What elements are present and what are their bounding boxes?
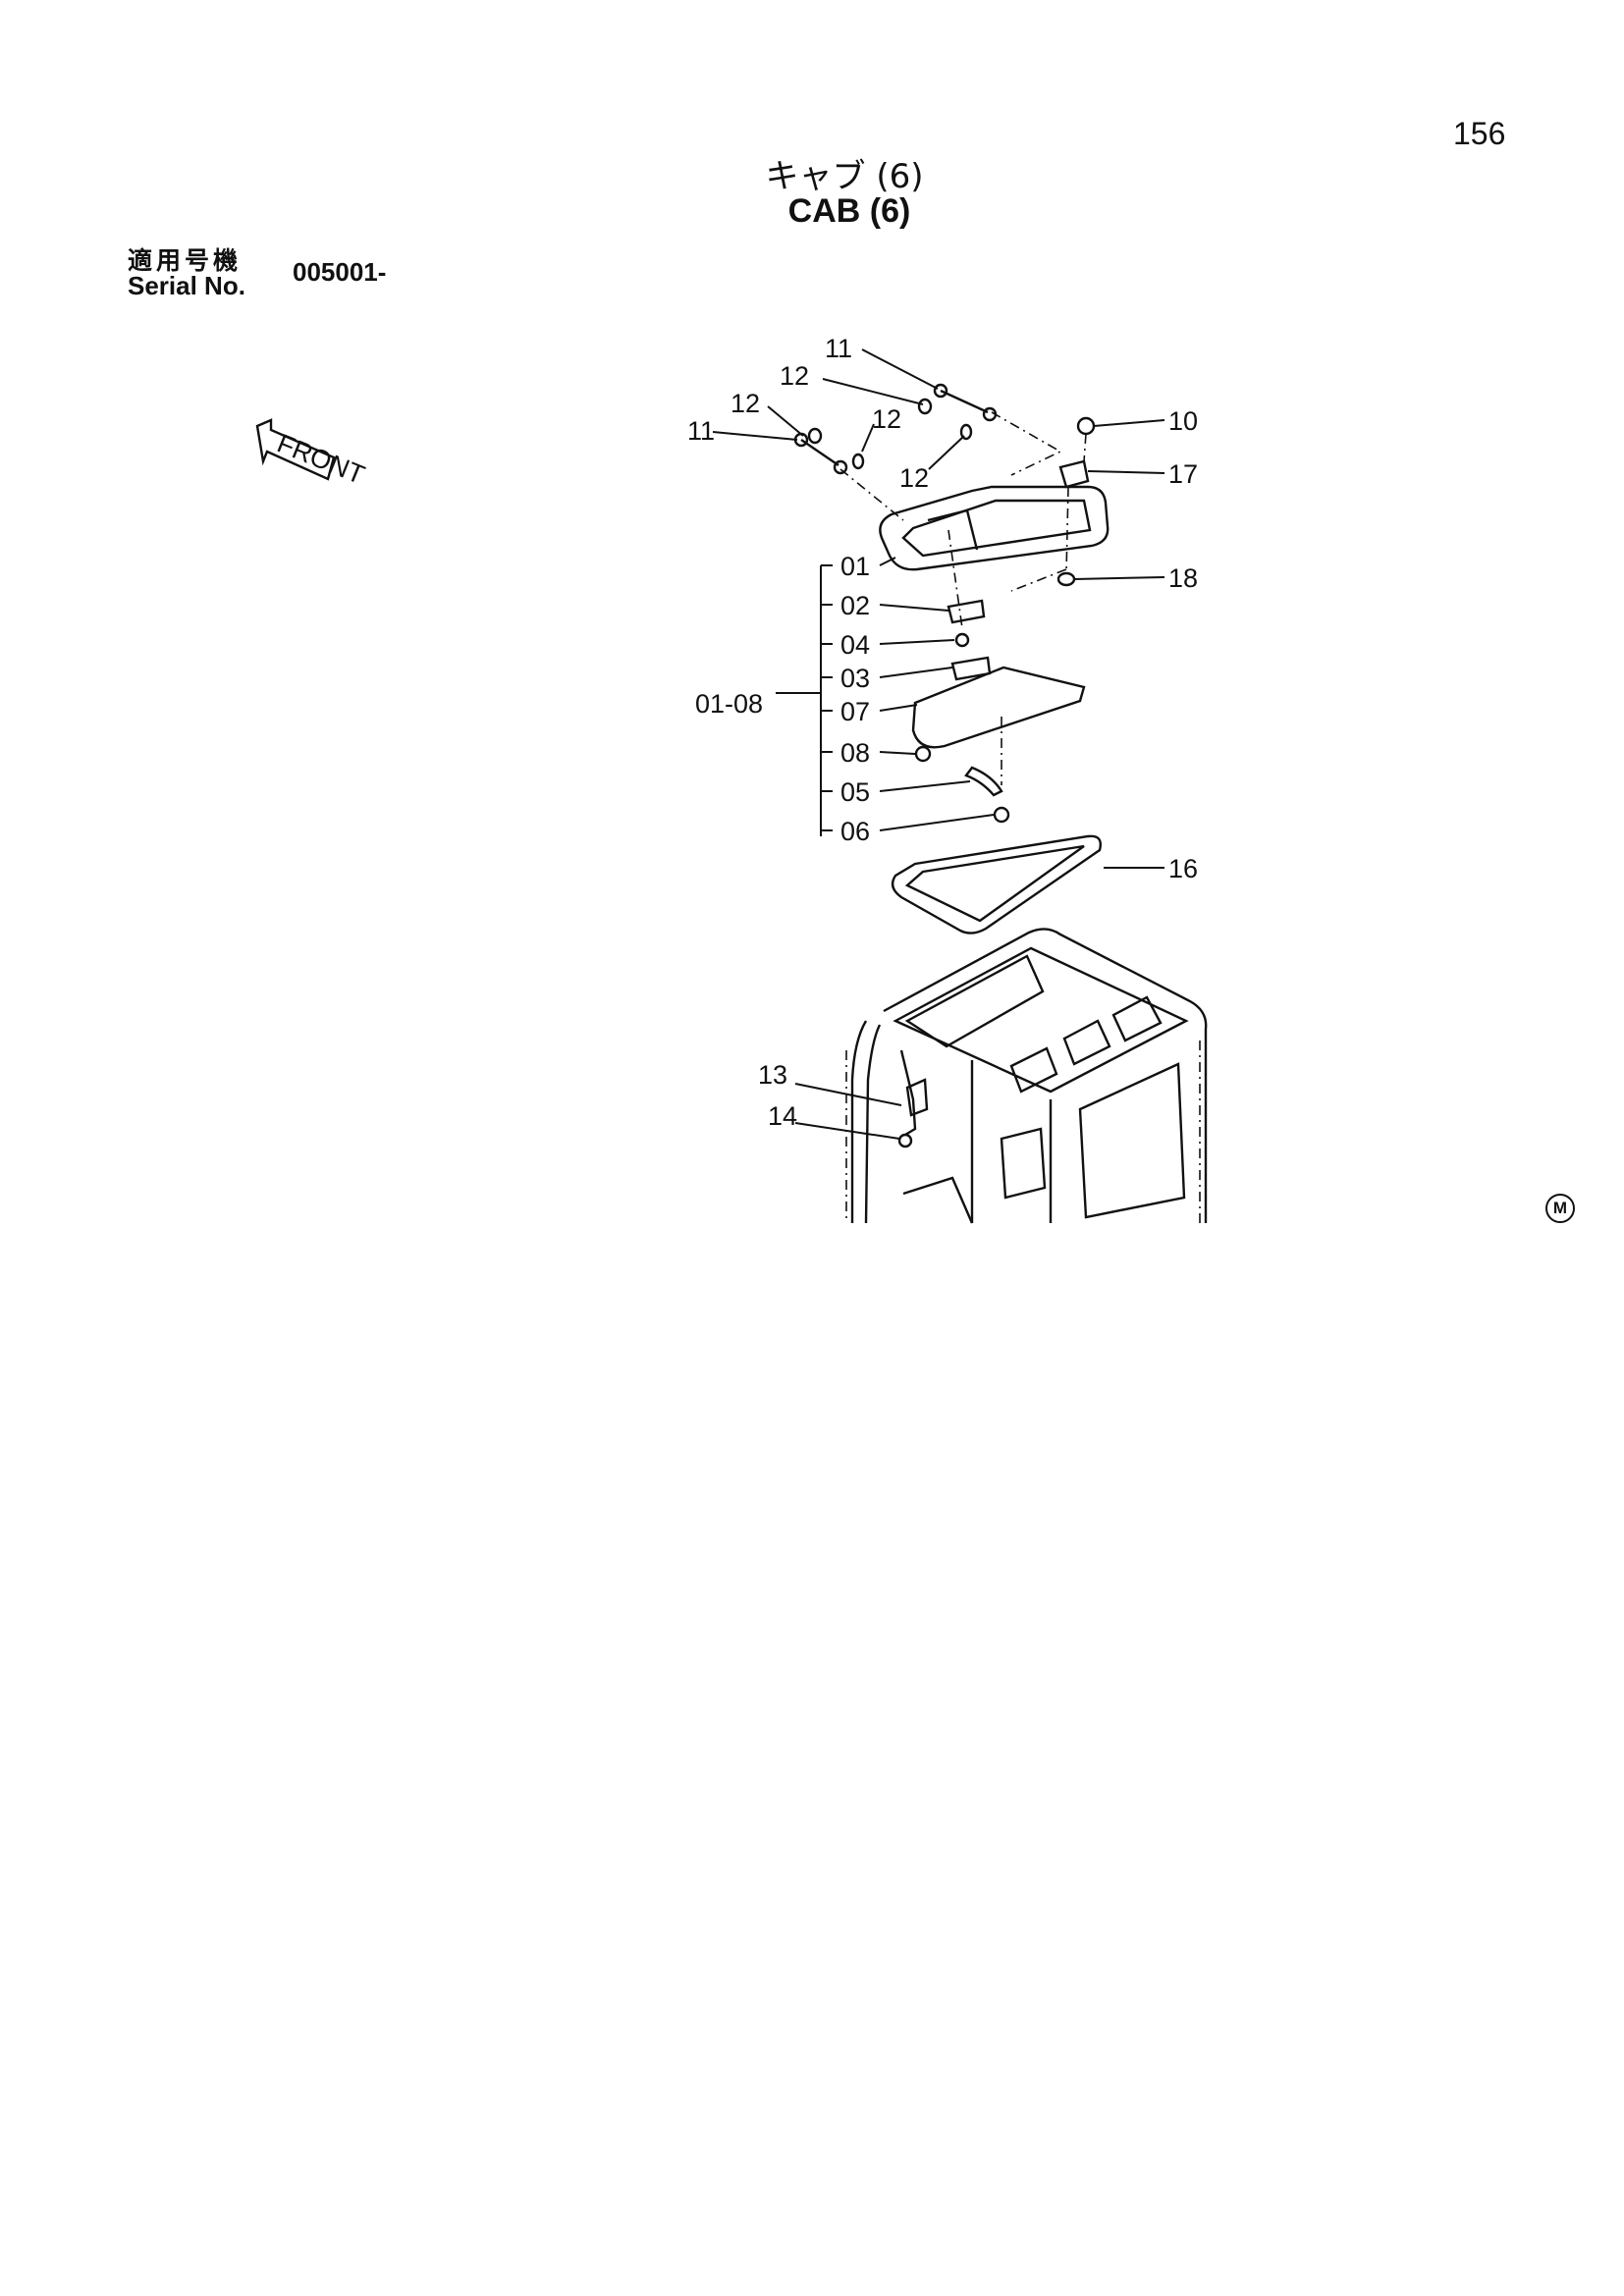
title-japanese: キャブ (6): [765, 157, 924, 196]
callout-12d: 12: [899, 463, 929, 493]
callout-08: 08: [840, 738, 870, 768]
glass-panel: [911, 666, 1086, 824]
front-arrow-label: FRONT: [273, 428, 368, 490]
title-english: CAB (6): [787, 192, 911, 230]
callout-02: 02: [840, 591, 870, 620]
callout-18: 18: [1168, 563, 1198, 593]
front-arrow-icon: FRONT: [255, 418, 369, 490]
callout-13: 13: [758, 1060, 787, 1090]
callout-03: 03: [840, 664, 870, 693]
callout-05: 05: [840, 777, 870, 807]
callout-12c: 12: [872, 404, 901, 434]
callout-17: 17: [1168, 459, 1198, 489]
m-mark: M: [1545, 1194, 1575, 1223]
bracket-01-08: [776, 564, 833, 836]
handle-parts: [947, 529, 992, 681]
callout-11b: 11: [687, 416, 715, 446]
serial-label: Serial No.: [128, 271, 245, 300]
callout-14: 14: [768, 1101, 797, 1131]
hinge-pins: [793, 383, 998, 475]
callout-10: 10: [1168, 406, 1198, 436]
serial-value: 005001-: [293, 257, 387, 287]
callout-07: 07: [840, 697, 870, 726]
roof-hatch-frame: [879, 485, 1110, 571]
cab-body: [845, 928, 1208, 1224]
callout-12a: 12: [780, 361, 809, 391]
leader-lines: [712, 348, 1165, 1140]
callout-01: 01: [840, 552, 870, 581]
callout-11a: 11: [825, 334, 852, 363]
seal-ring: [891, 834, 1102, 934]
serial-label-japanese: 適用号機: [128, 246, 243, 275]
callout-01-08: 01-08: [695, 689, 763, 719]
callout-labels: 11 12 12 11 12 12 10 17 18 01 02 04 03 0…: [687, 334, 1198, 1131]
callout-06: 06: [840, 817, 870, 846]
callout-04: 04: [840, 630, 870, 660]
callout-16: 16: [1168, 854, 1198, 883]
callout-12b: 12: [731, 389, 760, 418]
page-number: 156: [1453, 116, 1506, 151]
